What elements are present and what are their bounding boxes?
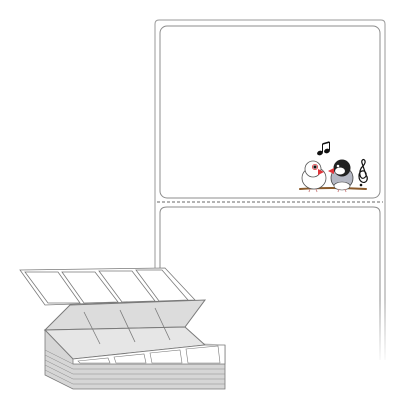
music-note-icon — [317, 141, 330, 156]
branch-icon — [299, 187, 367, 190]
label-top — [159, 25, 381, 199]
fanfold-stack — [19, 267, 226, 390]
sparrow-illustration — [299, 141, 368, 193]
treble-clef-icon — [358, 158, 368, 187]
stack-front-labels — [72, 344, 226, 365]
stack-top-sheet — [19, 267, 196, 306]
gray-sparrow-icon — [328, 159, 354, 193]
white-sparrow-icon — [301, 160, 327, 193]
stack-fold-panel — [43, 299, 207, 360]
